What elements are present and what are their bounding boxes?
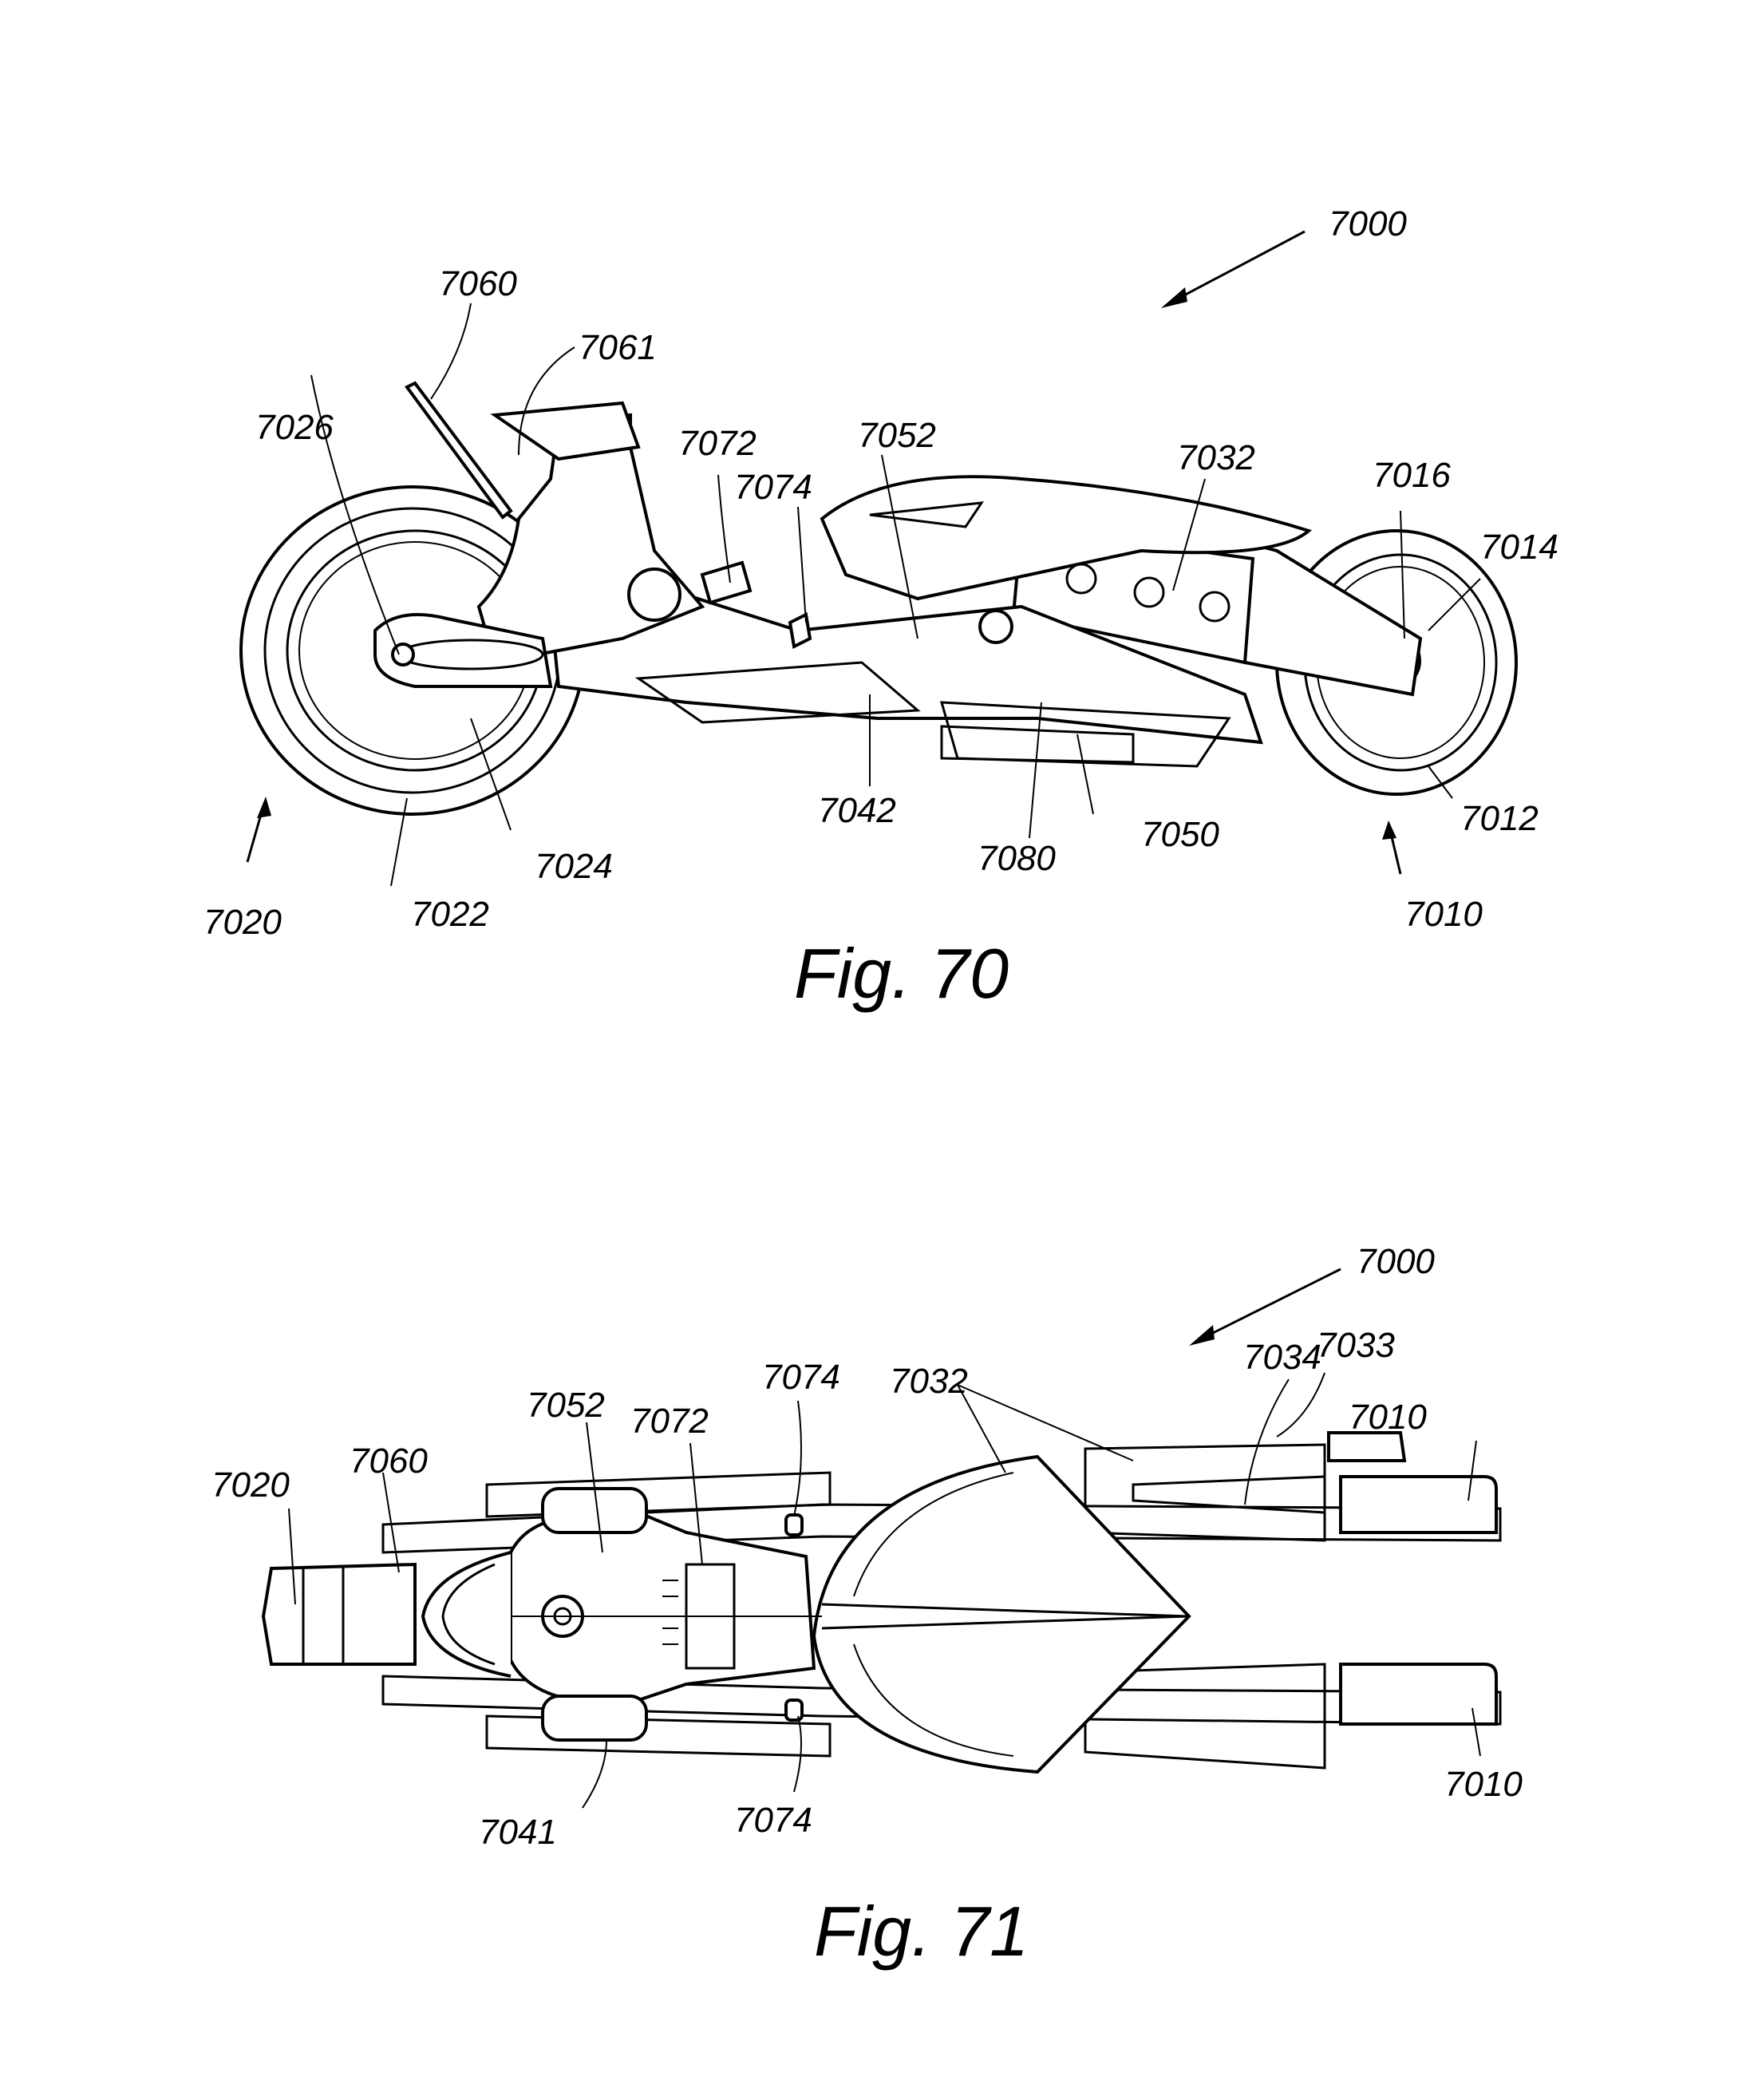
ref-label: 7032 [1177,438,1255,477]
peg-7074 [788,612,812,649]
figure-caption: Fig. 71 [814,1892,1029,1971]
figure-caption: Fig. 70 [794,934,1009,1013]
ref-label: 7060 [439,264,517,303]
panel-7042 [634,661,921,724]
seat-top [490,401,641,461]
ref-label: 7010 [1404,895,1483,934]
peg-bottom [784,1699,804,1722]
ref-label: 7074 [734,1801,812,1840]
ref-label: 7020 [203,903,282,942]
fig70-drawing [239,230,1518,887]
ref-label: 7072 [630,1402,709,1441]
windshield-top [421,1551,512,1678]
fig71-drawing [261,1268,1502,1809]
ref-label: 7010 [1444,1765,1523,1804]
cylinder-7041 [541,1695,648,1742]
rear-wheel-top [261,1562,417,1666]
pedal-7072 [700,560,753,605]
pivot-knob [627,568,681,622]
ref-label: 7024 [535,847,613,886]
front-wheel-left [1339,1475,1498,1534]
tab-7033 [1327,1431,1407,1462]
ref-label: 7074 [762,1358,840,1397]
ref-label: 7026 [255,408,334,447]
ref-label: 7074 [734,468,812,507]
ref-label: 7041 [479,1813,557,1852]
front-wheel-right [1339,1663,1498,1726]
cylinder-top [541,1487,648,1534]
rear-arm [373,613,553,688]
fig70-labels: 7000 7060 7061 7026 7072 7074 7052 7032 … [203,204,1558,1013]
ref-label: 7080 [978,839,1056,878]
arm-7034 [1132,1475,1326,1514]
seat-top-view [509,1510,816,1702]
ref-label: 7033 [1317,1326,1395,1365]
ref-label: 7012 [1460,799,1539,838]
hinge-knob [978,609,1013,644]
ref-label: 7000 [1329,204,1407,243]
engine-7080 [940,725,1135,764]
ref-label: 7061 [579,328,657,367]
peg-top [784,1513,804,1536]
ref-label: 7014 [1480,528,1558,567]
ref-label: 7050 [1141,815,1219,854]
ref-label: 7010 [1349,1398,1427,1437]
ref-arrow-7000 [1168,230,1306,305]
ref-label: 7060 [350,1442,428,1481]
ref-label: 7042 [818,791,896,830]
canopy-top [812,1454,1191,1774]
rear-axle [391,643,415,666]
ref-label: 7034 [1243,1338,1321,1377]
ref-label: 7052 [858,416,936,455]
ref-label: 7016 [1373,456,1451,495]
ref-label: 7072 [678,424,756,463]
lower-body [548,572,1263,745]
ref-label: 7020 [211,1465,290,1505]
ref-label: 7032 [890,1362,968,1401]
ref-label: 7022 [411,895,489,934]
ref-arrow-7000-fig71 [1196,1268,1341,1343]
ref-label: 7000 [1357,1242,1435,1281]
ref-label: 7052 [527,1386,605,1425]
windshield [404,381,513,520]
fig71-labels: 7000 7020 7060 7052 7072 7074 7032 7034 … [211,1242,1523,1971]
